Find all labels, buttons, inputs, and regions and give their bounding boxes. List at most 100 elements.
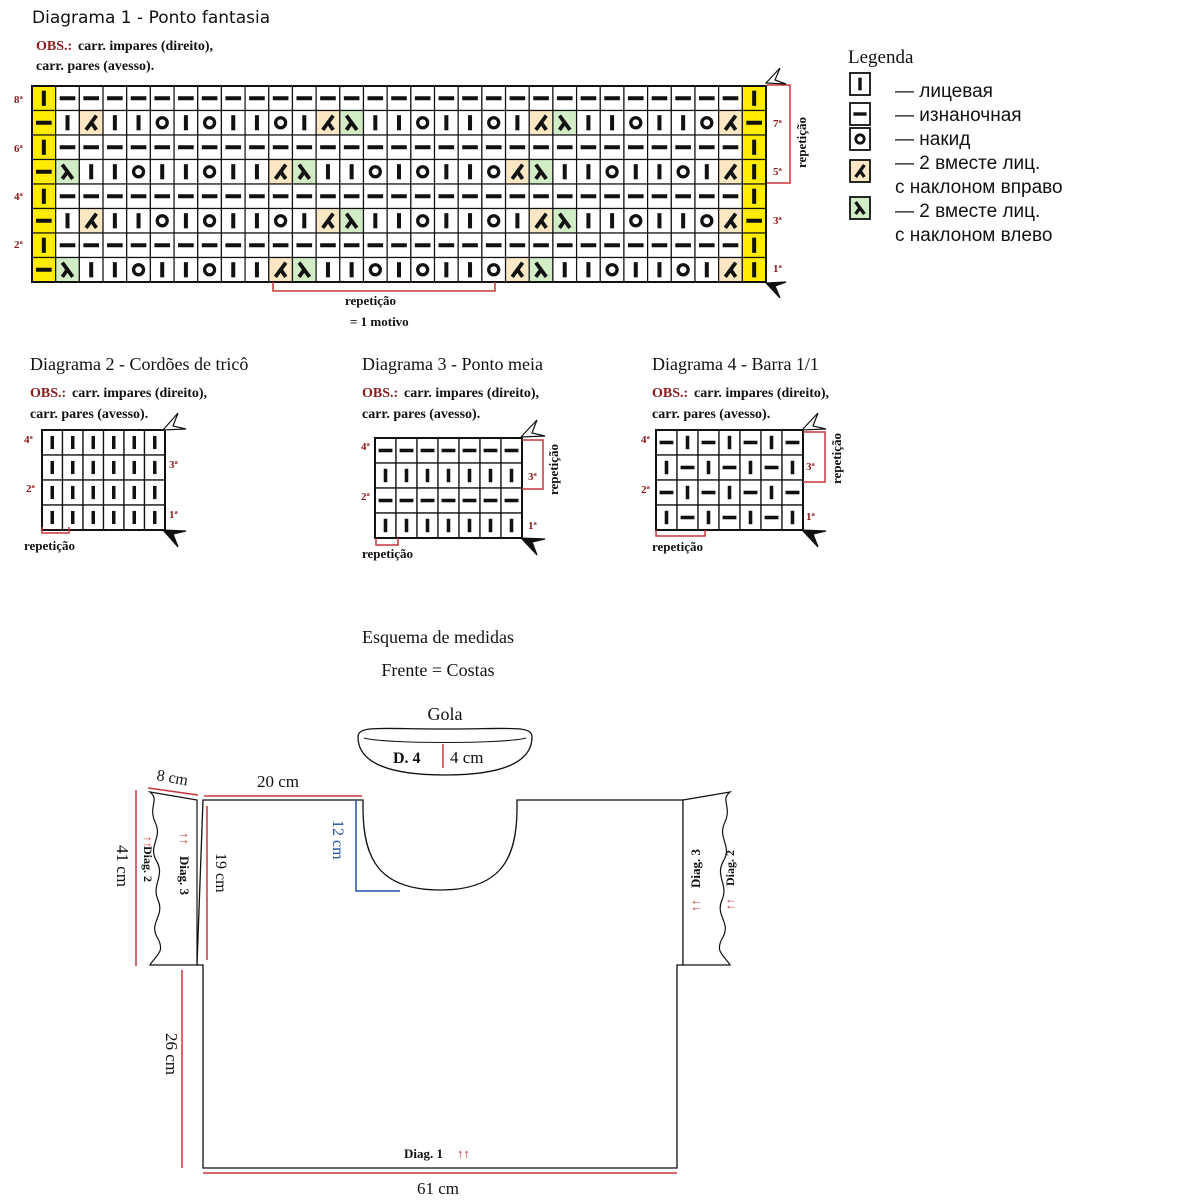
diagram-1-row-label-8: 8ª	[14, 94, 24, 106]
diagram-1-end-arrow	[764, 67, 787, 85]
diagram-2-end-arrow	[161, 412, 187, 431]
diagram-4-side-repeat-label: repetição	[829, 433, 844, 484]
neck-depth-label: 12 cm	[329, 820, 346, 860]
legend-item-left-line1: — 2 вместе лиц.	[895, 201, 1040, 222]
k2tog-left-mark	[534, 163, 548, 180]
right-sleeve-cuff	[682, 791, 733, 966]
diagram-1-cell	[410, 109, 436, 136]
diagram-4-row-label-4: 4ª	[641, 434, 651, 446]
k2tog-left-mark	[60, 163, 75, 180]
legend: Legenda — лицевая — изнаночная — накид —…	[848, 47, 1063, 246]
diagram-4-start-arrow	[800, 529, 827, 548]
diagram-1-bottom-repeat-bracket	[272, 282, 496, 292]
yarn-over-mark	[487, 165, 501, 179]
yarn-over-mark	[416, 263, 430, 277]
diagram-1-cell	[410, 207, 436, 234]
neck-depth-line	[355, 800, 400, 892]
sleeve-length-label: 41 cm	[113, 845, 132, 887]
diagram-1-obs-line1: carr. impares (direito),	[78, 39, 213, 54]
diagram-2-repeat-label: repetição	[24, 538, 75, 553]
yarn-over-mark	[202, 263, 217, 277]
diagram-3-row-label-3: 3ª	[528, 471, 538, 483]
right-diag3-arrows: ↑↑	[688, 899, 703, 912]
shoulder-label: 20 cm	[257, 772, 299, 791]
left-diag2-arrows: ↑↑	[141, 836, 155, 848]
legend-item-left-line2: с наклоном влево	[895, 225, 1052, 246]
cuff-width-line	[147, 787, 199, 796]
diagram-3-obs-label: OBS.:	[362, 386, 398, 401]
measurement-schema: Esquema de medidas Frente = Costas Gola …	[113, 627, 737, 1198]
legend-item-purl: — изнаночная	[895, 105, 1022, 126]
diagram-1-cell	[362, 256, 388, 283]
diagram-3-obs-line2: carr. pares (avesso).	[362, 407, 480, 422]
diagram-1-cell	[410, 256, 436, 283]
diagram-3-row-label-4: 4ª	[361, 441, 371, 453]
diagram-1-row-label-5: 5ª	[773, 166, 783, 178]
schema-title: Esquema de medidas	[362, 627, 514, 647]
diagram-1-cell	[481, 109, 507, 136]
yarn-over-mark	[487, 116, 501, 130]
collar-inner-curve	[363, 737, 527, 743]
diagram-3-start-arrow	[519, 537, 546, 556]
diagram-1-cell	[268, 207, 294, 234]
diagram-3-obs-line1: carr. impares (direito),	[404, 386, 539, 401]
diagram-1-bottom-repeat-line2: = 1 motivo	[350, 314, 409, 329]
k2tog-right-mark	[273, 261, 288, 278]
k2tog-left-mark	[557, 212, 572, 229]
yarn-over-mark	[273, 214, 288, 228]
yarn-over-mark	[854, 133, 866, 145]
left-diag2-label: Diag. 2	[141, 846, 155, 882]
diagram-1-cell	[268, 109, 294, 136]
right-diag2-arrows: ↑↑	[723, 898, 737, 910]
legend-item-knit: — лицевая	[895, 81, 993, 102]
k2tog-left-mark	[297, 261, 312, 278]
diagram-1-cell	[694, 109, 720, 136]
yarn-over-mark	[155, 116, 169, 130]
diagram-3-side-repeat-bracket	[522, 439, 544, 490]
diagram-3-chart-grid	[374, 437, 523, 539]
cuff-width-label: 8 cm	[155, 767, 190, 789]
yarn-over-mark	[605, 165, 619, 179]
hem-diag1-label: Diag. 1	[404, 1146, 443, 1161]
diagram-1-cell	[197, 207, 223, 234]
diagram-4-obs-line1: carr. impares (direito),	[694, 386, 829, 401]
diagram-1-obs-label: OBS.:	[36, 39, 72, 54]
yarn-over-mark	[487, 214, 501, 228]
diagram-1-cell	[149, 109, 175, 136]
diagram-1-obs-line2: carr. pares (avesso).	[36, 59, 154, 74]
yarn-over-mark	[416, 116, 430, 130]
yarn-over-mark	[416, 165, 430, 179]
diagram-2-row-label-3: 3ª	[169, 459, 179, 471]
yarn-over-mark	[368, 165, 382, 179]
schema-subtitle: Frente = Costas	[381, 660, 494, 680]
diagram-1-cell	[197, 109, 223, 136]
diagram-3-repeat-label: repetição	[362, 546, 413, 561]
diagram-4-obs-label: OBS.:	[652, 386, 688, 401]
diagram-1-row-label-2: 2ª	[14, 239, 24, 251]
yarn-over-mark	[273, 116, 288, 130]
diagram-1-cell	[623, 207, 649, 234]
diagram-1-cell	[126, 256, 151, 283]
diagram-4-end-arrow	[800, 412, 827, 431]
diagram-1-frame	[31, 85, 767, 283]
diagram-1: Diagrama 1 - Ponto fantasia OBS.: carr. …	[14, 8, 809, 329]
k2tog-left-mark	[854, 201, 866, 215]
diagram-1-row-label-7: 7ª	[773, 118, 783, 130]
collar-label: Gola	[428, 704, 463, 724]
k2tog-right-mark	[321, 212, 335, 229]
diagram-1-row-label-6: 6ª	[14, 143, 24, 155]
k2tog-left-mark	[297, 163, 312, 180]
diagram-1-chart-grid	[31, 85, 767, 283]
right-diag3-label: Diag. 3	[688, 849, 703, 889]
body-lower-label: 26 cm	[162, 1033, 181, 1075]
yarn-over-mark	[629, 116, 643, 130]
diagram-1-cell	[481, 207, 507, 234]
diagram-1-cell	[149, 207, 175, 234]
legend-symbols	[849, 72, 871, 220]
k2tog-right-mark	[723, 261, 738, 278]
diagram-3-end-arrow	[519, 419, 546, 438]
yarn-over-mark	[368, 263, 382, 277]
k2tog-right-mark	[854, 164, 866, 178]
diagram-2-row-label-1: 1ª	[169, 509, 179, 521]
